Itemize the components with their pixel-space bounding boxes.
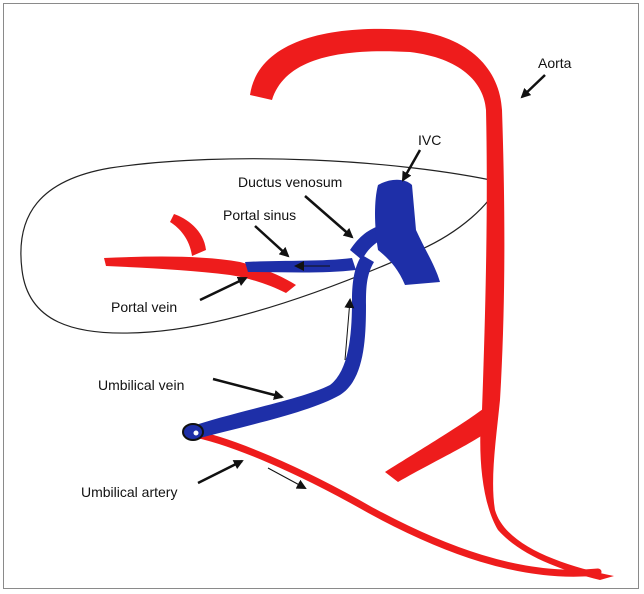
label-umbilical-vein: Umbilical vein — [98, 377, 184, 393]
aorta — [250, 29, 614, 580]
label-ivc: IVC — [418, 132, 441, 148]
umbilical-artery-pointer — [198, 461, 242, 483]
label-ductus-venosum: Ductus venosum — [238, 174, 342, 190]
label-umbilical-artery: Umbilical artery — [81, 484, 177, 500]
umbilicus — [183, 424, 203, 440]
portal-sinus-pointer — [255, 226, 288, 256]
label-aorta: Aorta — [538, 55, 572, 71]
portal-sinus — [245, 258, 356, 273]
ivc-pointer — [403, 150, 420, 180]
ductus-venosum-pointer — [305, 196, 352, 237]
portal-vein-pointer — [200, 278, 246, 300]
umbilical-vein-pointer — [213, 379, 282, 397]
label-portal-vein: Portal vein — [111, 299, 177, 315]
ivc — [375, 180, 440, 285]
iliac-branch — [385, 405, 496, 482]
aorta-pointer — [522, 75, 545, 97]
label-portal-sinus: Portal sinus — [223, 207, 296, 223]
portal-vein-branch — [170, 214, 206, 256]
